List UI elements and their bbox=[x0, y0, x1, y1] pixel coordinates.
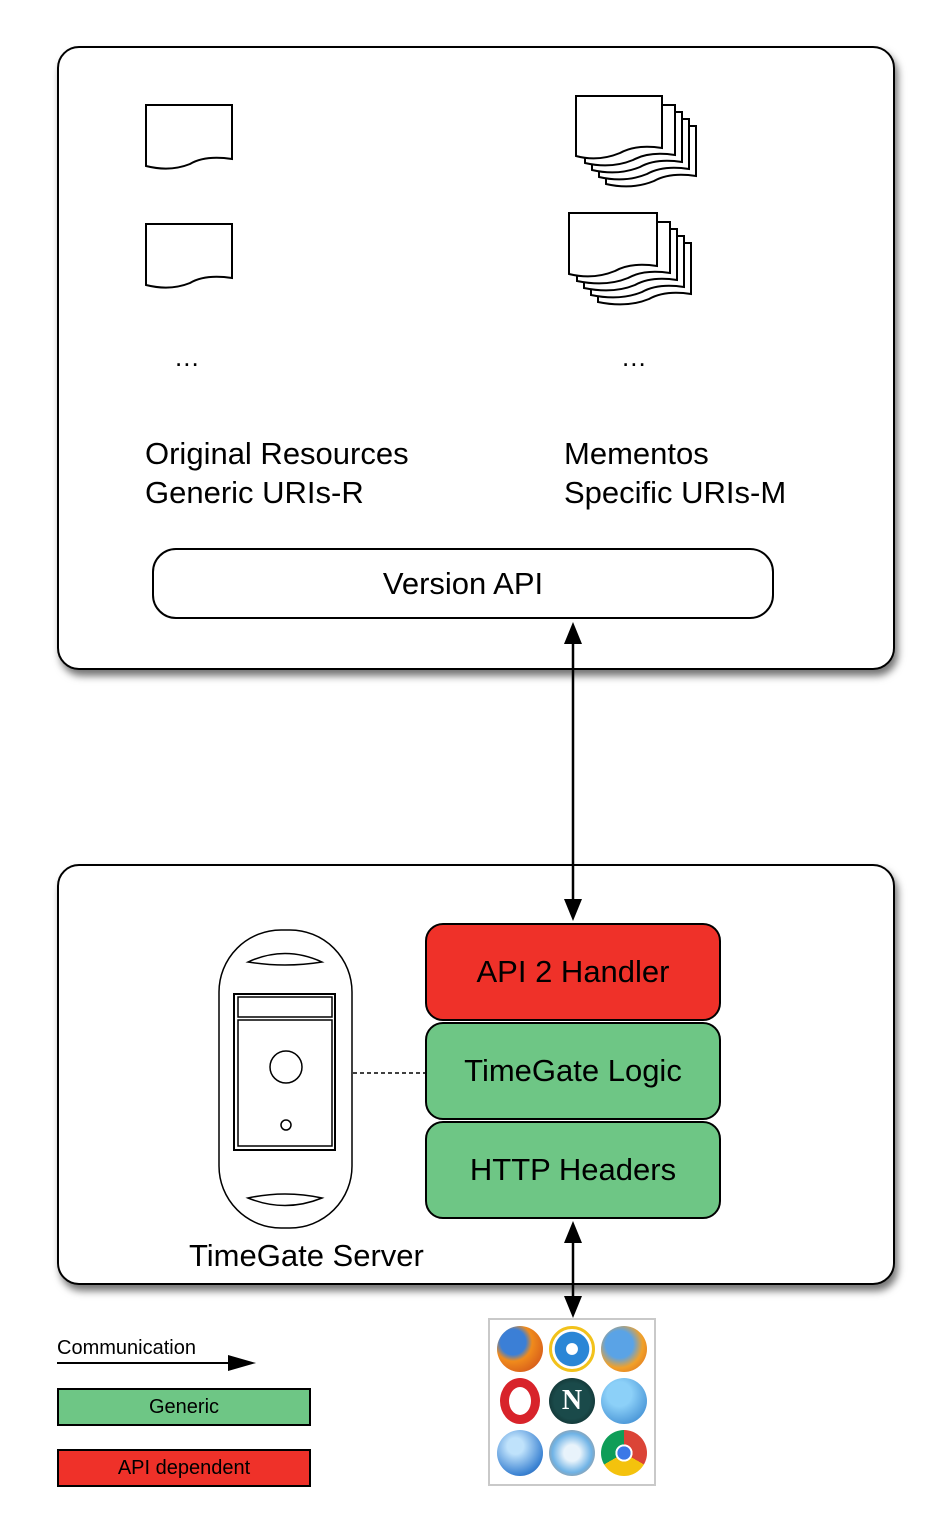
http-headers-box: HTTP Headers bbox=[425, 1121, 721, 1219]
server-icon bbox=[218, 929, 353, 1229]
api-handler-box: API 2 Handler bbox=[425, 923, 721, 1021]
chrome-icon bbox=[601, 1430, 647, 1476]
version-api-box: Version API bbox=[152, 548, 774, 619]
document-icon bbox=[145, 104, 233, 170]
double-arrow-icon bbox=[564, 622, 582, 921]
legend-api-dependent: API dependent bbox=[57, 1449, 311, 1487]
firefox-icon bbox=[497, 1326, 543, 1372]
camino-icon bbox=[601, 1326, 647, 1372]
browser-icons-grid: N bbox=[488, 1318, 656, 1486]
timegate-server-label: TimeGate Server bbox=[189, 1238, 424, 1273]
document-stack-icon bbox=[575, 95, 697, 188]
ellipsis-left: ... bbox=[175, 342, 200, 372]
generic-browser-icon bbox=[601, 1378, 647, 1424]
document-icon bbox=[145, 223, 233, 289]
legend-generic: Generic bbox=[57, 1388, 311, 1426]
documents-illustration bbox=[145, 95, 697, 306]
original-resources-subtitle: Generic URIs-R bbox=[145, 475, 364, 510]
netscape-icon: N bbox=[549, 1378, 595, 1424]
timegate-logic-box: TimeGate Logic bbox=[425, 1022, 721, 1120]
opera-icon bbox=[500, 1378, 540, 1424]
mementos-subtitle: Specific URIs-M bbox=[564, 475, 787, 510]
original-resources-title: Original Resources bbox=[145, 436, 409, 471]
legend-arrow-icon bbox=[57, 1355, 256, 1371]
globe-browser-icon bbox=[497, 1430, 543, 1476]
legend-communication-label: Communication bbox=[57, 1337, 196, 1359]
double-arrow-icon bbox=[564, 1221, 582, 1318]
document-stack-icon bbox=[568, 212, 692, 306]
safari-icon bbox=[549, 1430, 595, 1476]
mementos-title: Mementos bbox=[564, 436, 709, 471]
internet-explorer-icon bbox=[549, 1326, 595, 1372]
ellipsis-right: ... bbox=[622, 342, 647, 372]
